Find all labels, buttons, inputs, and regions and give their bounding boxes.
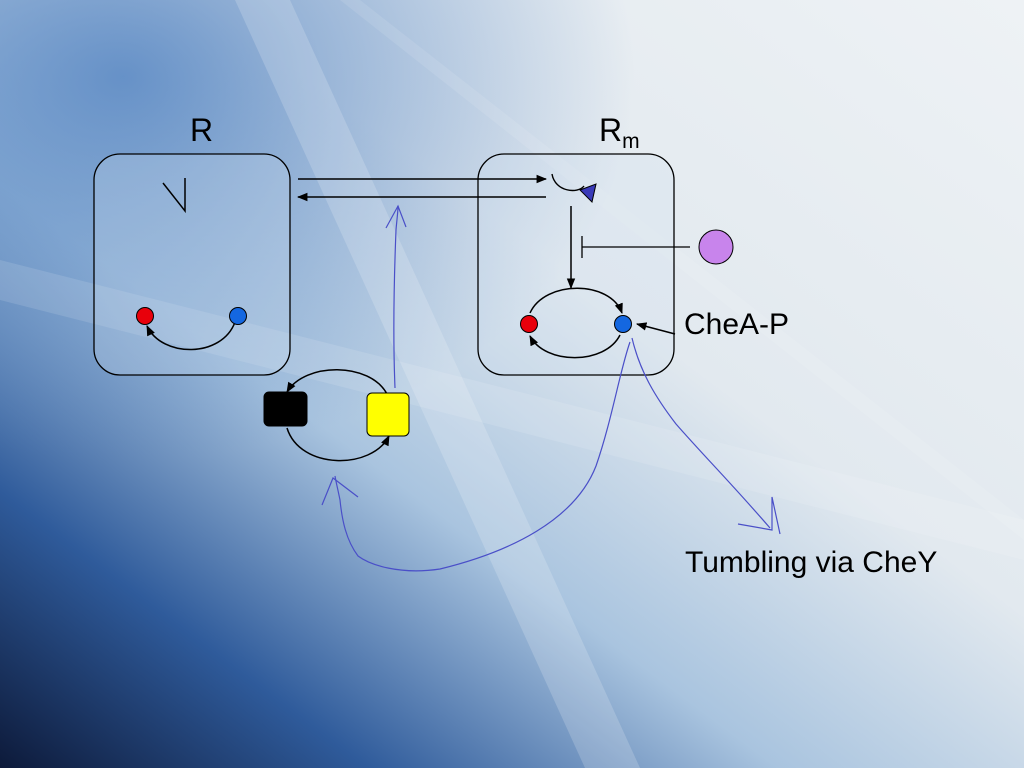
methylated-cycle-top-arrow bbox=[529, 287, 623, 314]
methylated-receptor-box bbox=[477, 153, 675, 376]
receptor-blue-node bbox=[229, 307, 247, 325]
receptor-cycle-arrow bbox=[146, 321, 236, 351]
hand-arrow-tumble-head bbox=[737, 496, 781, 535]
purple-node bbox=[698, 229, 734, 265]
receptor-box bbox=[93, 153, 291, 376]
hand-arrow-tumble bbox=[631, 337, 771, 529]
receptor-red-node bbox=[136, 307, 154, 325]
methylated-receptor-label-base: R bbox=[599, 112, 623, 148]
tumbling-label: Tumbling via CheY bbox=[685, 546, 938, 579]
hand-arrow-up bbox=[393, 205, 399, 389]
lower-cycle-bottom-arrow bbox=[286, 427, 390, 462]
yellow-square bbox=[366, 392, 410, 437]
methylated-red-node bbox=[520, 315, 538, 333]
chea-p-label: CheA-P bbox=[684, 308, 790, 341]
methylated-cycle-bottom-arrow bbox=[529, 334, 621, 359]
lower-cycle-top-arrow bbox=[286, 369, 388, 395]
receptor-label: R bbox=[190, 112, 214, 148]
black-square bbox=[263, 391, 308, 427]
receptor-site-mark bbox=[162, 178, 186, 214]
ligand-triangle bbox=[579, 183, 597, 203]
binding-site bbox=[551, 173, 585, 192]
hand-arrow-loop bbox=[334, 341, 631, 572]
chea-p-arrow bbox=[635, 322, 676, 335]
hand-arrow-loop-head bbox=[321, 477, 359, 506]
methylated-receptor-label: Rm bbox=[599, 112, 640, 154]
methylated-receptor-label-sub: m bbox=[622, 130, 640, 153]
hand-arrow-up-head bbox=[385, 204, 407, 229]
methylated-blue-node bbox=[614, 315, 632, 333]
